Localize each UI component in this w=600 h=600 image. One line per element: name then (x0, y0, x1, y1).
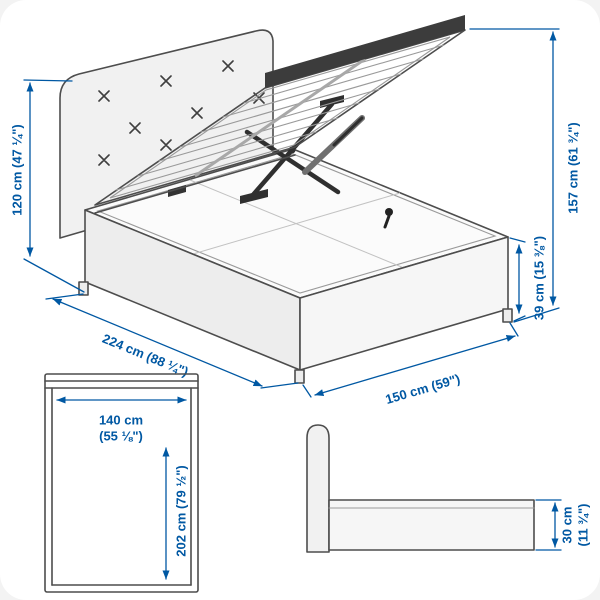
dim-total-height: 157 cm (61 ¾") (469, 28, 580, 323)
dim-label-39: 39 cm (15 ⅜") (531, 236, 546, 320)
dim-top-view-width: 140 cm (55 ⅛") (56, 396, 187, 443)
side-view-base (328, 499, 535, 551)
isometric-bed-drawing (59, 15, 513, 384)
dim-side-rail-height: 30 cm (11 ¾") (535, 499, 590, 551)
dim-label-157: 157 cm (61 ¾") (565, 122, 580, 213)
platform-front-edge (265, 15, 465, 88)
side-view-headboard (306, 424, 330, 553)
lift-mechanism (168, 95, 393, 229)
bed-foot (294, 369, 305, 384)
dim-label-140-line1: 140 cm (99, 412, 143, 427)
top-view-drawing: 140 cm (55 ⅛") 202 cm (79 ½") (44, 373, 199, 593)
dim-headboard-height: 120 cm (47 ¼") (9, 79, 85, 293)
tufting-x-marks (98, 60, 265, 166)
dim-label-120: 120 cm (47 ¼") (9, 124, 24, 215)
side-view-drawing: 30 cm (11 ¾") (306, 424, 590, 553)
dim-label-202: 202 cm (79 ½") (173, 465, 188, 556)
dim-label-30-line2: (11 ¾") (575, 503, 590, 546)
dim-label-150: 150 cm (59") (384, 371, 462, 407)
slatted-platform (94, 15, 466, 214)
bed-foot (502, 308, 513, 323)
dim-label-30-line1: 30 cm (559, 507, 574, 544)
dim-label-140-line2: (55 ⅛") (99, 428, 143, 443)
dim-top-view-length: 202 cm (79 ½") (162, 447, 188, 580)
dim-base-height: 39 cm (15 ⅜") (509, 236, 546, 322)
bed-foot (78, 281, 89, 296)
strut-bracket (385, 208, 393, 216)
